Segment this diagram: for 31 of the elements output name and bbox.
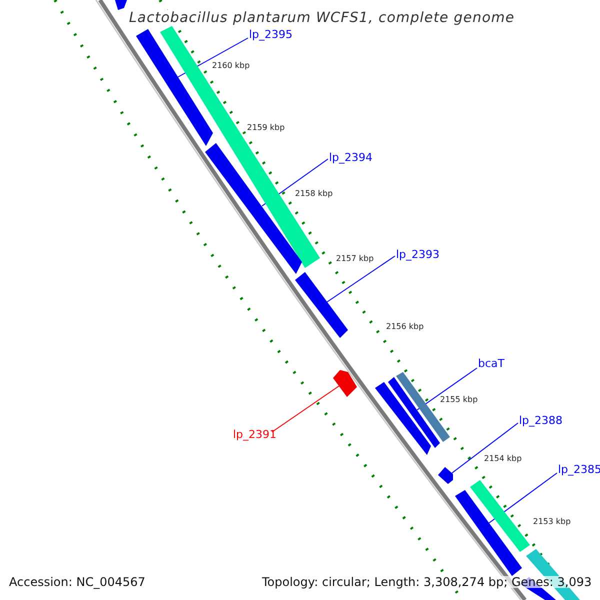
gene-feature (115, 0, 127, 10)
gene-label: lp_2393 (396, 249, 440, 260)
gene-feature (333, 370, 357, 397)
scale-label: 2155 kbp (440, 396, 478, 404)
scale-label: 2160 kbp (212, 62, 250, 70)
gene-label: lp_2391 (233, 429, 277, 440)
gene-label: lp_2388 (519, 415, 563, 426)
scale-label: 2159 kbp (247, 124, 285, 132)
gene-feature (375, 382, 431, 455)
scale-label: 2156 kbp (386, 323, 424, 331)
gene-feature (470, 480, 530, 552)
gene-feature (455, 490, 522, 576)
leader-line (272, 386, 340, 432)
genome-stats-text: Topology: circular; Length: 3,308,274 bp; Genes: 3,093 (262, 576, 592, 588)
scale-label: 2157 kbp (336, 255, 374, 263)
gene-label: lp_2395 (249, 29, 293, 40)
gene-label: bcaT (478, 358, 504, 369)
gene-feature (160, 26, 320, 268)
accession-text: Accession: NC_004567 (9, 576, 146, 588)
scale-label: 2153 kbp (533, 518, 571, 526)
leader-line (452, 422, 518, 474)
gene-feature (388, 377, 440, 448)
leader-line (326, 256, 396, 302)
gene-feature (438, 467, 453, 484)
leader-line (416, 368, 478, 410)
gene-label: lp_2394 (329, 152, 373, 163)
scale-label: 2154 kbp (484, 455, 522, 463)
scale-label: 2158 kbp (295, 190, 333, 198)
gene-feature (136, 29, 213, 146)
leader-line (488, 472, 558, 524)
gene-feature (295, 272, 348, 338)
